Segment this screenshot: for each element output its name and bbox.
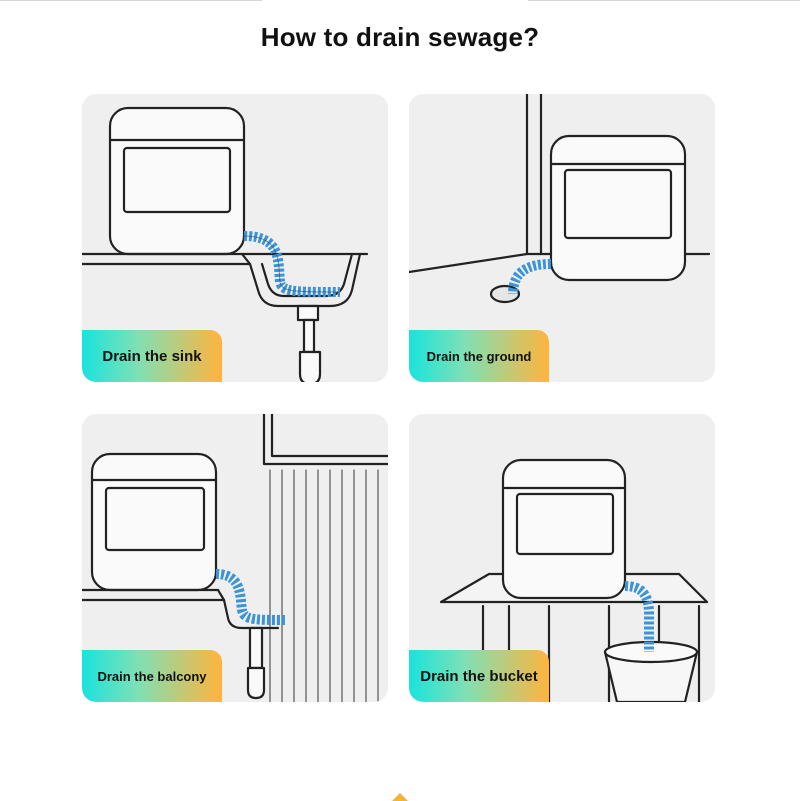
card-drain-sink: Drain the sink bbox=[82, 94, 388, 382]
card-label: Drain the ground bbox=[409, 330, 549, 382]
ground-illustration bbox=[409, 94, 711, 304]
card-drain-balcony: Drain the balcony bbox=[82, 414, 388, 702]
card-label: Drain the bucket bbox=[409, 650, 549, 702]
card-drain-ground: Drain the ground bbox=[409, 94, 715, 382]
top-divider-left bbox=[0, 0, 262, 1]
bucket-illustration bbox=[439, 458, 709, 702]
balcony-illustration bbox=[82, 414, 388, 702]
top-divider-right bbox=[528, 0, 800, 1]
card-label: Drain the sink bbox=[82, 330, 222, 382]
sink-illustration bbox=[82, 106, 369, 382]
bottom-arrow-icon bbox=[392, 793, 408, 801]
page-title: How to drain sewage? bbox=[260, 22, 540, 52]
card-drain-bucket: Drain the bucket bbox=[409, 414, 715, 702]
card-label: Drain the balcony bbox=[82, 650, 222, 702]
